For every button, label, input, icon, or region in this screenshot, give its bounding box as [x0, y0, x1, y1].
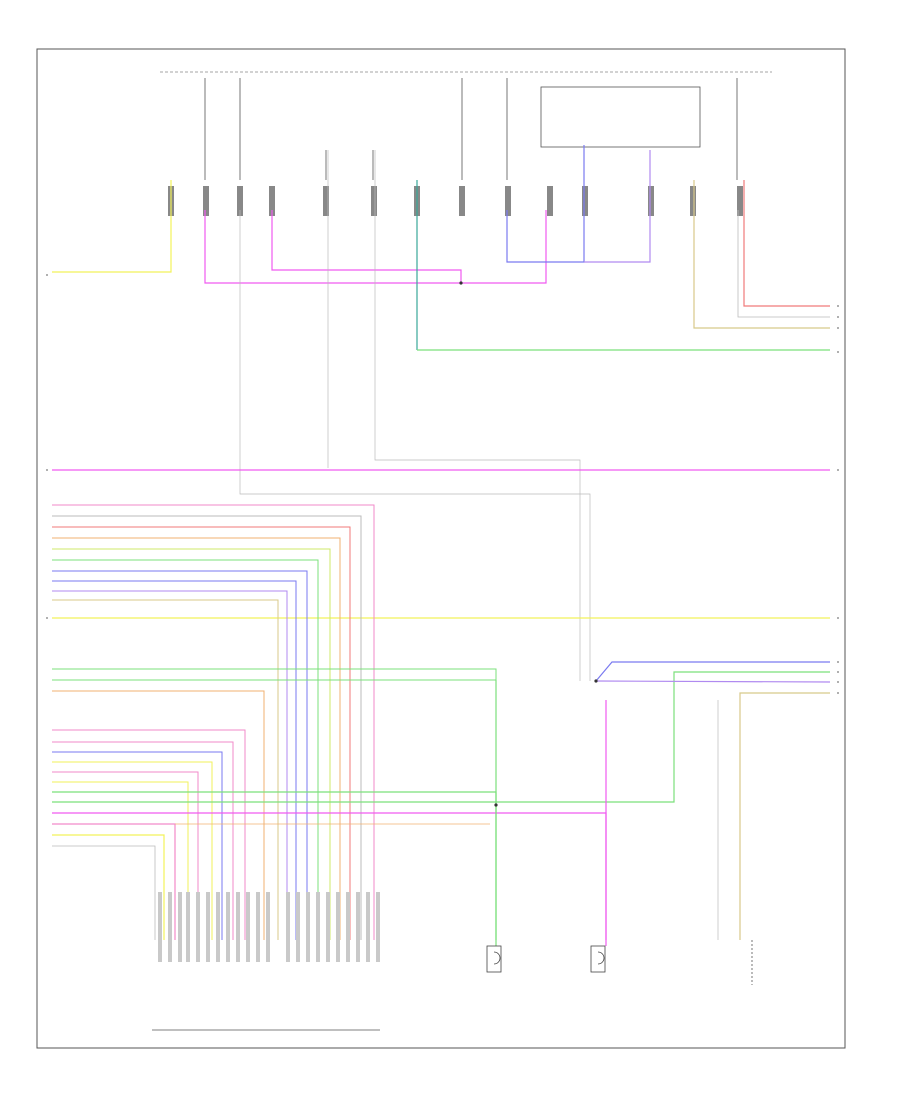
bottom-sensor-mid: [590, 945, 606, 973]
wire-gray-1: [239, 210, 591, 681]
wire-top-magenta-b: [271, 210, 462, 283]
wire-right-blue: [595, 661, 830, 682]
wire-ladder-0: [52, 504, 375, 940]
wire-ladder-7: [52, 580, 297, 940]
harness-pin-6: [216, 892, 220, 962]
harness-pin-11: [266, 892, 270, 962]
diagram-frame: [36, 48, 846, 1049]
fuse-stubs: [204, 78, 738, 180]
wire-lower-4: [52, 741, 234, 940]
wire-top-red: [743, 180, 830, 307]
wire-layer: [52, 145, 831, 946]
wire-lower-pink: [52, 823, 176, 940]
harness-pin-17: [336, 892, 340, 962]
harness-pin-8: [236, 892, 240, 962]
harness-pin-0: [158, 892, 162, 962]
wire-ladder-1: [52, 515, 362, 940]
harness-pin-13: [296, 892, 300, 962]
wire-lower-1: [52, 679, 497, 940]
wire-right-violet: [595, 680, 831, 683]
wire-top-magenta-a: [204, 210, 547, 284]
wire-top-tan: [693, 180, 830, 329]
harness-pin-blocks: [158, 892, 380, 962]
wire-gray-3: [374, 150, 581, 681]
harness-pin-3: [186, 892, 190, 962]
harness-pin-15: [316, 892, 320, 962]
wire-ladder-4: [52, 548, 331, 940]
wire-ladder-9: [52, 599, 279, 940]
harness-pin-5: [206, 892, 210, 962]
wire-top-yellow: [52, 180, 172, 273]
wire-lower-yellow: [52, 834, 165, 940]
wire-right-tan: [739, 692, 830, 940]
wire-ladder-6: [52, 570, 308, 940]
wire-lower-green-b: [52, 671, 830, 803]
harness-pin-9: [246, 892, 250, 962]
harness-pin-1: [168, 892, 172, 962]
wire-ladder-3: [52, 537, 341, 940]
top-connector-blocks: [168, 186, 743, 216]
wire-lower-3: [52, 729, 246, 940]
wire-lower-green-a: [52, 791, 497, 940]
wire-top-blue-b: [584, 150, 651, 263]
right-row-markers: [837, 305, 839, 694]
wire-top-gray: [737, 210, 830, 318]
left-row-markers: [46, 274, 48, 619]
relay-module-box: [540, 86, 701, 148]
harness-pin-21: [376, 892, 380, 962]
harness-pin-10: [256, 892, 260, 962]
harness-pin-2: [178, 892, 182, 962]
harness-pin-4: [196, 892, 200, 962]
wire-lower-0: [52, 668, 497, 940]
harness-pin-19: [356, 892, 360, 962]
wire-top-blue-a: [506, 145, 585, 263]
harness-pin-14: [306, 892, 310, 962]
wire-lower-gray: [52, 845, 156, 940]
wire-lower-7: [52, 771, 199, 940]
harness-pin-16: [326, 892, 330, 962]
wire-lower-6: [52, 761, 213, 940]
wire-lower-2: [52, 690, 265, 940]
wire-ladder-2: [52, 526, 351, 940]
wire-ladder-8: [52, 590, 288, 940]
bottom-sensor-left: [486, 945, 502, 973]
harness-pin-7: [226, 892, 230, 962]
wire-lower-8: [52, 781, 189, 940]
harness-pin-20: [366, 892, 370, 962]
harness-pin-18: [346, 892, 350, 962]
splice-points: [459, 281, 598, 807]
harness-pin-12: [286, 892, 290, 962]
wire-lower-5: [52, 751, 223, 940]
